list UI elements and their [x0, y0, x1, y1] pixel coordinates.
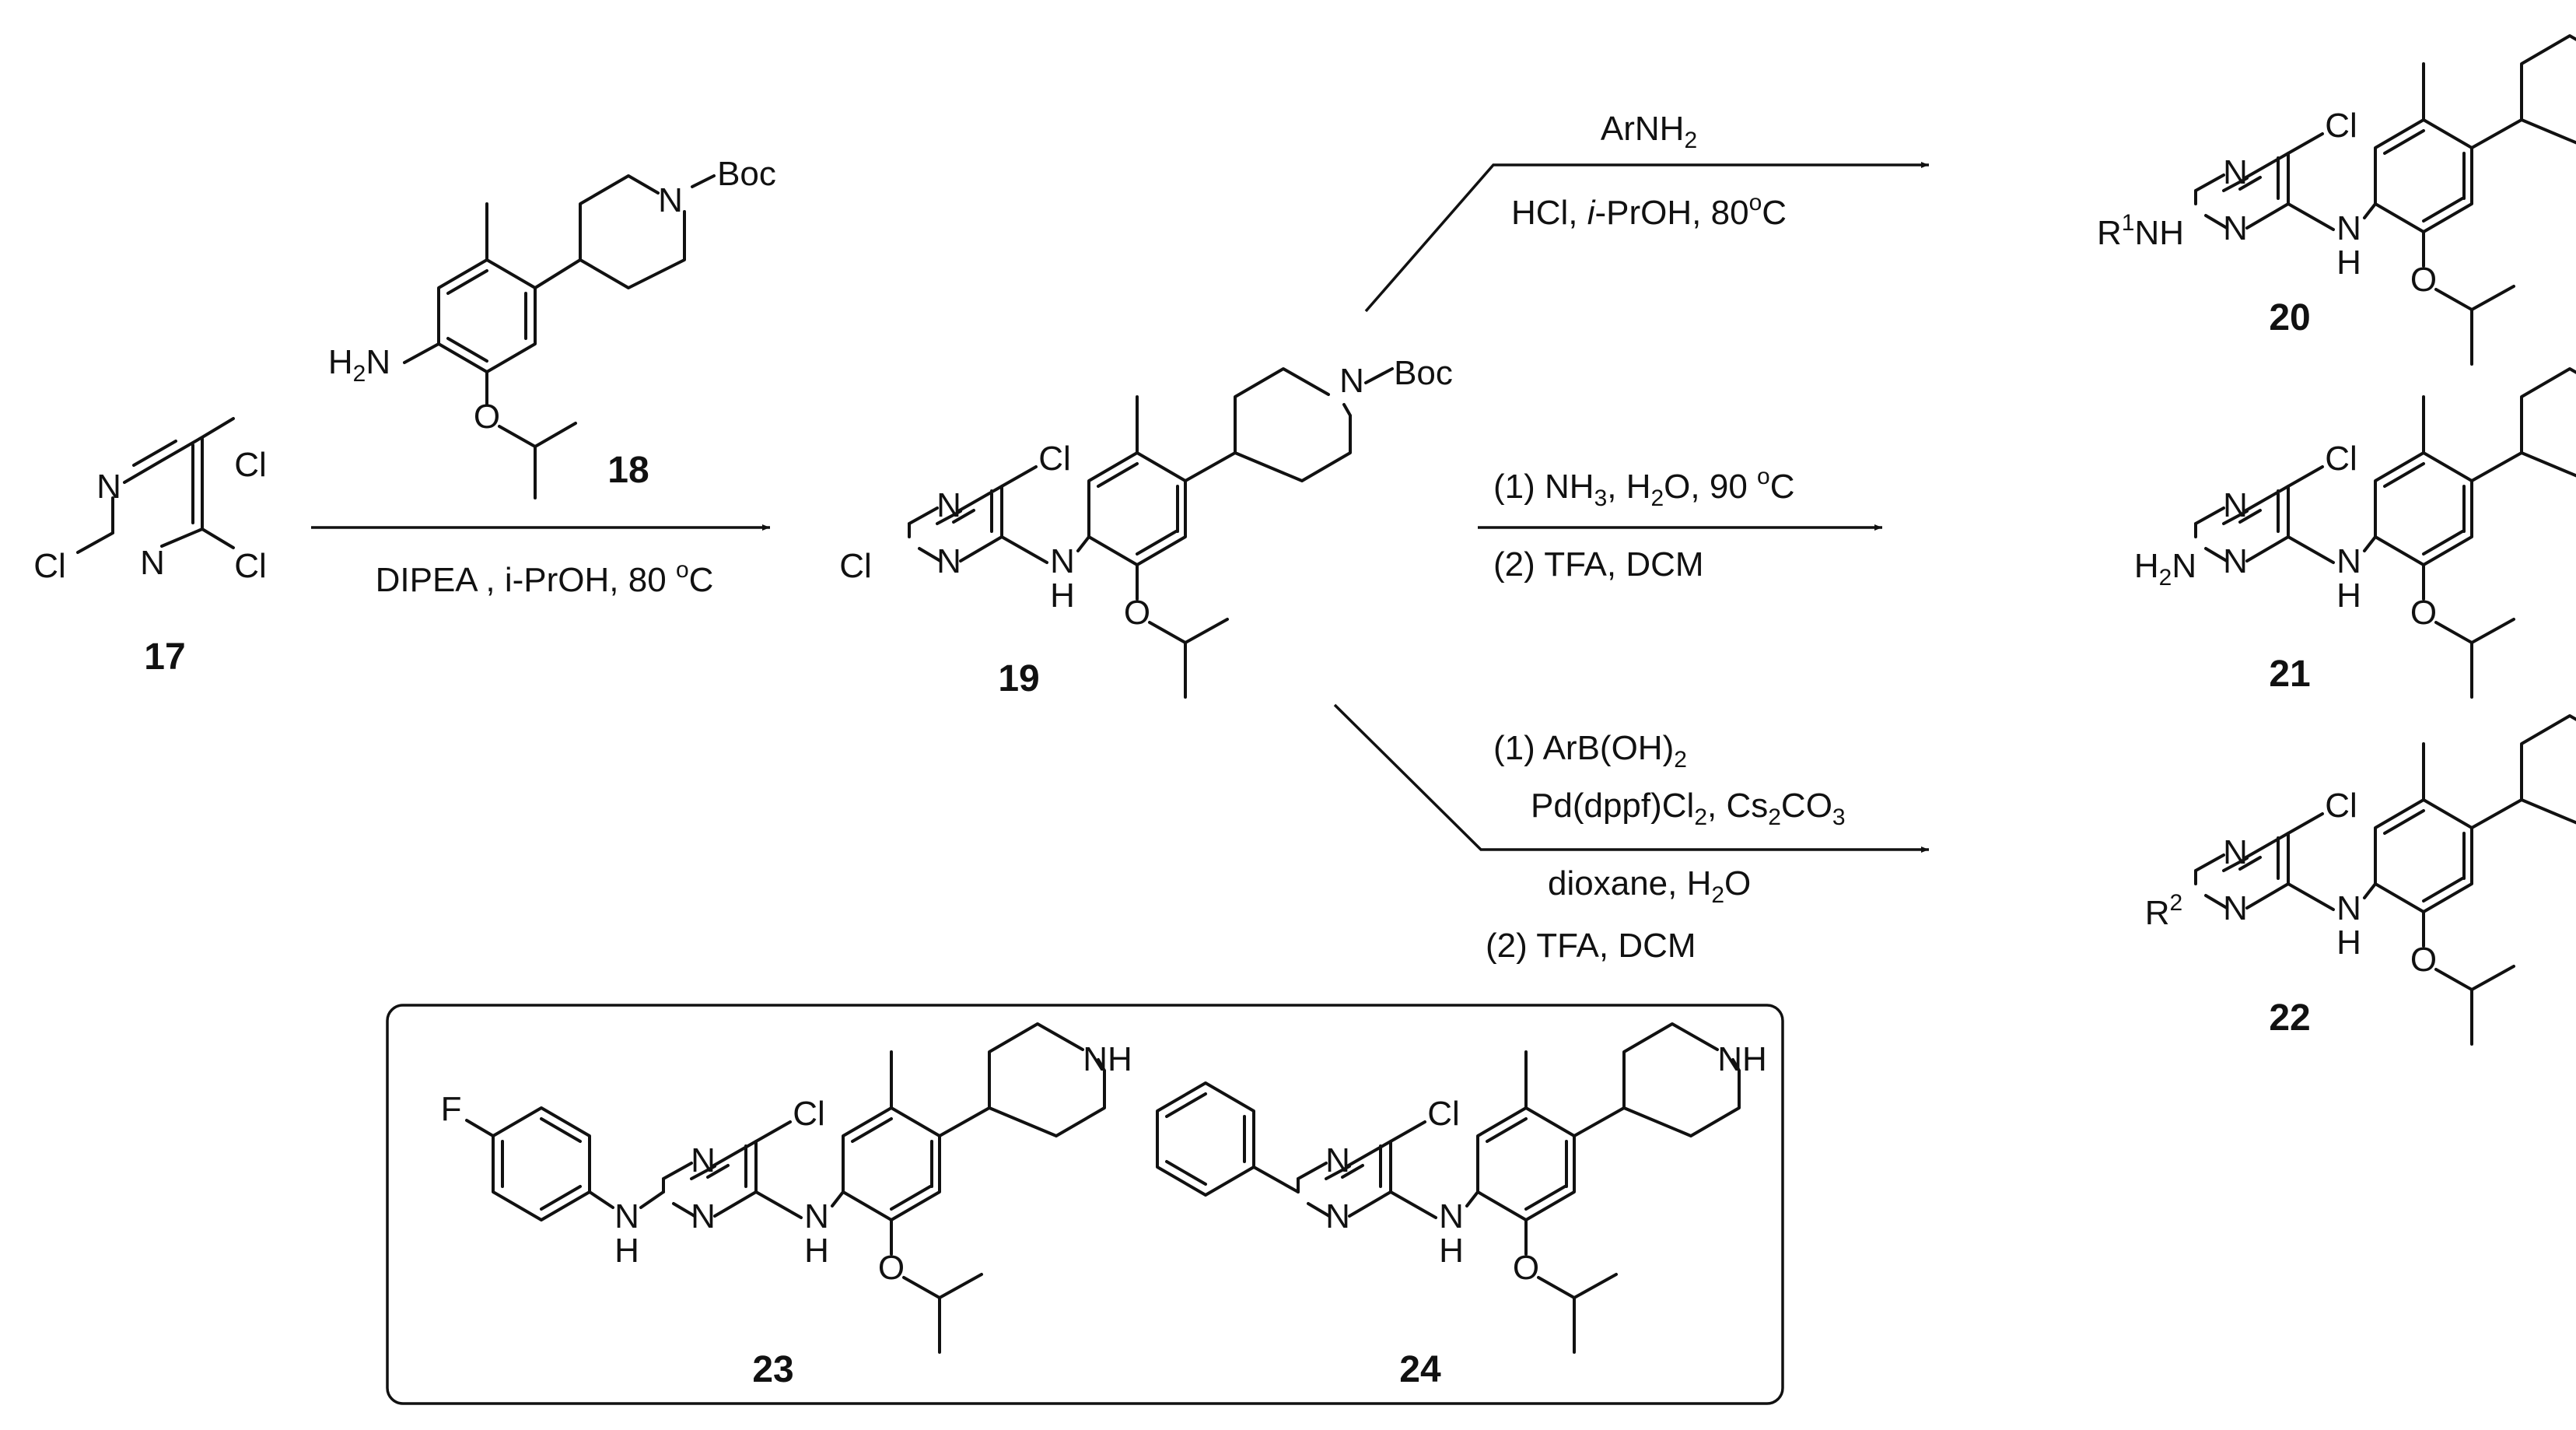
amine-group: H2N	[328, 343, 390, 387]
to20-reagent: ArNH2	[1601, 110, 1697, 153]
examples-box	[386, 1004, 1784, 1405]
label-17: 17	[144, 636, 185, 678]
arrow-to-21: (1) NH3, H2O, 90 oC (2) TFA, DCM	[1478, 464, 1882, 584]
amine-h: H	[614, 1232, 639, 1270]
compound-17: N N Cl Cl Cl 17	[33, 417, 267, 678]
compound-20: R1NH 20	[2097, 34, 2576, 366]
boc-group: Boc	[717, 155, 776, 193]
label-21: 21	[2269, 654, 2310, 695]
to22-line1: (1) ArB(OH)2	[1493, 729, 1687, 773]
compound-23: N H F 23	[441, 1022, 1132, 1390]
r1-amino-group: R1NH	[2097, 210, 2184, 252]
ether-o: O	[474, 398, 500, 436]
label-22: 22	[2269, 997, 2310, 1039]
to22-line2: Pd(dppf)Cl2, Cs2CO3	[1531, 787, 1846, 830]
to22-line4: (2) TFA, DCM	[1486, 927, 1696, 965]
boc-group: Boc	[1394, 354, 1453, 392]
amine-group: H2N	[2134, 547, 2196, 591]
compound-24: 24	[1156, 1022, 1767, 1390]
n-atom: N	[96, 468, 121, 506]
chloro: Cl	[33, 547, 66, 585]
label-20: 20	[2269, 297, 2310, 338]
to21-line1: (1) NH3, H2O, 90 oC	[1493, 464, 1794, 511]
compound-21: H2N 21	[2134, 367, 2576, 699]
piperidine-n: N	[1339, 362, 1364, 400]
amine-n: N	[614, 1197, 639, 1235]
chloro: Cl	[234, 446, 267, 484]
fluoro: F	[441, 1090, 462, 1128]
arrow-step1: DIPEA , i-PrOH, 80 oC	[311, 524, 770, 599]
to21-line2: (2) TFA, DCM	[1493, 545, 1704, 584]
r2-substituent: R2	[2145, 890, 2182, 932]
chloro-2: Cl	[839, 547, 872, 585]
compound-18: N Boc H2N O 18	[328, 155, 776, 499]
arrow-to-22: (1) ArB(OH)2 Pd(dppf)Cl2, Cs2CO3 dioxane…	[1333, 703, 1929, 965]
compound-19: Cl N Boc 19	[839, 354, 1453, 699]
label-18: 18	[607, 450, 649, 491]
compound-22: R2 22	[2145, 714, 2576, 1046]
step1-conditions: DIPEA , i-PrOH, 80 oC	[376, 557, 714, 599]
to22-line3: dioxane, H2O	[1548, 864, 1751, 908]
to20-conditions: HCl, i-PrOH, 80oC	[1511, 190, 1787, 232]
n-atom: N	[140, 544, 165, 582]
arrow-to-20: ArNH2 HCl, i-PrOH, 80oC	[1364, 110, 1929, 313]
chloro: Cl	[234, 547, 267, 585]
label-19: 19	[998, 658, 1039, 699]
label-24: 24	[1399, 1349, 1441, 1390]
label-23: 23	[752, 1349, 793, 1390]
piperidine-n: N	[658, 181, 683, 219]
